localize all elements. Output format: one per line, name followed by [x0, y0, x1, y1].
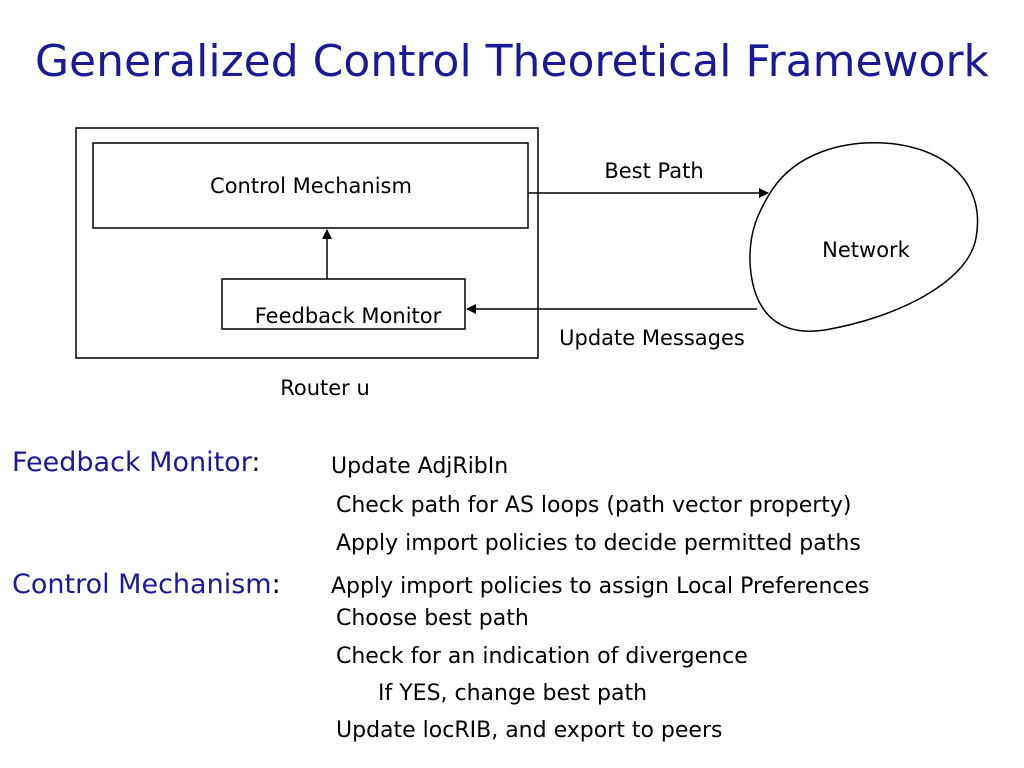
- feedback-monitor-item: Update AdjRibIn: [331, 454, 509, 479]
- control-mechanism-item: If YES, change best path: [378, 681, 648, 706]
- router-label: Router u: [280, 376, 370, 400]
- control-mechanism-item: Check for an indication of divergence: [336, 644, 748, 669]
- control-framework-diagram: Control Mechanism Feedback Monitor Netwo…: [75, 127, 979, 400]
- control-mechanism-item: Update locRIB, and export to peers: [336, 718, 723, 743]
- control-mechanism-heading: Control Mechanism:: [12, 569, 281, 600]
- feedback-monitor-item: Check path for AS loops (path vector pro…: [336, 493, 852, 518]
- feedback-monitor-colon: :: [251, 447, 261, 478]
- control-mechanism-item: Apply import policies to assign Local Pr…: [331, 574, 870, 599]
- control-mechanism-colon: :: [271, 569, 281, 600]
- update-messages-label: Update Messages: [559, 326, 745, 350]
- slide-title: Generalized Control Theoretical Framewor…: [34, 36, 990, 87]
- control-mechanism-box-label: Control Mechanism: [210, 174, 412, 198]
- feedback-monitor-item: Apply import policies to decide permitte…: [336, 531, 861, 556]
- control-mechanism-box: [92, 142, 529, 229]
- network-label: Network: [822, 238, 911, 262]
- router-box: [75, 127, 539, 359]
- network-cloud: [749, 142, 979, 332]
- feedback-monitor-heading-text: Feedback Monitor: [12, 447, 252, 478]
- feedback-monitor-box: [221, 278, 466, 330]
- best-path-label: Best Path: [604, 159, 703, 183]
- control-mechanism-heading-text: Control Mechanism: [12, 569, 272, 600]
- feedback-monitor-box-label: Feedback Monitor: [255, 304, 442, 328]
- feedback-monitor-heading: Feedback Monitor:: [12, 447, 260, 478]
- control-mechanism-item: Choose best path: [336, 606, 529, 631]
